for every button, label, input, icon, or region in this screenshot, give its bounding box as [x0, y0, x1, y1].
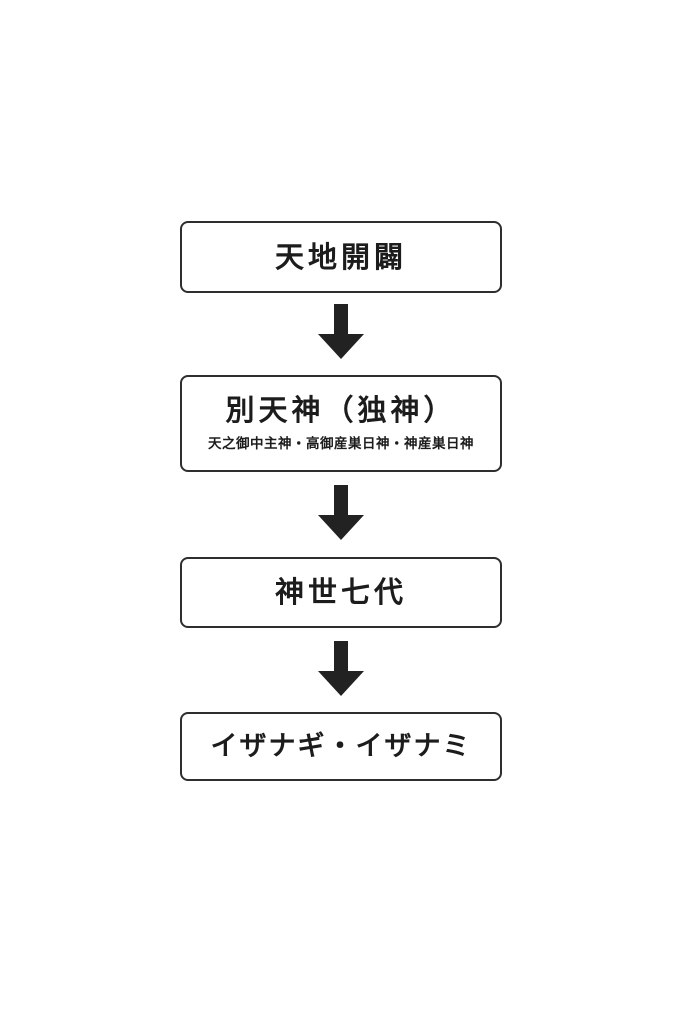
flow-node-label: 天地開闢 — [274, 239, 407, 274]
flowchart: 天地開闢 別天神（独神） 天之御中主神・高御産巣日神・神産巣日神 神世七代 イザ… — [180, 221, 502, 781]
down-arrow-icon — [318, 304, 364, 359]
down-arrow-icon — [318, 485, 364, 540]
flow-node-kamiyo-nanayo: 神世七代 — [180, 557, 502, 628]
flow-node-kotoamatsukami: 別天神（独神） 天之御中主神・高御産巣日神・神産巣日神 — [180, 375, 502, 472]
flow-node-sublabel: 天之御中主神・高御産巣日神・神産巣日神 — [208, 435, 474, 452]
flow-node-tenchi-kaibyaku: 天地開闢 — [180, 221, 502, 293]
flow-node-label: 神世七代 — [274, 575, 407, 609]
flow-node-label: イザナギ・イザナミ — [210, 731, 472, 762]
down-arrow-icon — [318, 641, 364, 696]
flow-node-izanagi-izanami: イザナギ・イザナミ — [180, 712, 502, 781]
flow-node-label: 別天神（独神） — [225, 392, 457, 427]
